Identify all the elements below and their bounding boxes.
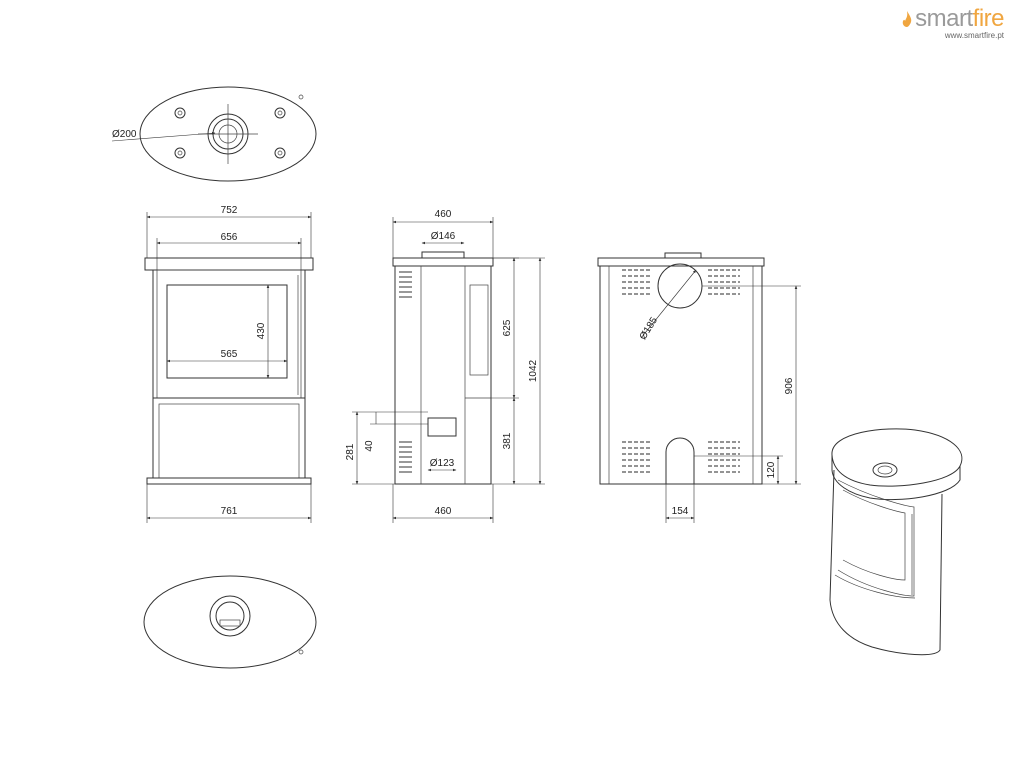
dim-line-top-flue bbox=[111, 131, 216, 142]
dim-front-base-width: 761 bbox=[221, 506, 238, 517]
side-glass bbox=[469, 284, 489, 376]
perspective-glass bbox=[842, 489, 906, 581]
front-top-plate bbox=[144, 257, 314, 271]
top-view-outline bbox=[139, 86, 317, 182]
side-air-intake bbox=[427, 417, 457, 437]
rear-vents-lower-left bbox=[622, 441, 652, 473]
front-base bbox=[146, 477, 312, 485]
bottom-air-connector-outer bbox=[209, 595, 251, 637]
rear-flue-collar bbox=[664, 252, 702, 259]
dim-rear-air-height: 120 bbox=[766, 461, 777, 478]
side-top-plate bbox=[392, 257, 494, 267]
perspective-flue-outer bbox=[872, 462, 898, 478]
perspective-flue-inner bbox=[877, 465, 893, 475]
perspective-body bbox=[829, 469, 943, 656]
dim-side-air-height: 281 bbox=[345, 443, 356, 460]
rear-vents-upper-right bbox=[708, 269, 740, 295]
bottom-view bbox=[143, 575, 317, 669]
bottom-air-connector-inner bbox=[215, 601, 245, 631]
brand-name-accent: fire bbox=[972, 5, 1005, 32]
perspective-view bbox=[829, 428, 963, 656]
rear-vents-lower-right bbox=[708, 441, 740, 473]
perspective-lower-line bbox=[834, 574, 916, 599]
dim-side-air-diameter: Ø123 bbox=[430, 458, 455, 469]
rear-vents-upper-left bbox=[622, 269, 652, 295]
dim-front-inner-width: 656 bbox=[221, 232, 238, 243]
rear-view: Ø185 906 120 154 bbox=[597, 252, 801, 523]
front-lower-panel bbox=[158, 403, 300, 479]
front-body bbox=[152, 269, 306, 479]
dim-side-flue-diameter: Ø146 bbox=[431, 231, 456, 242]
flame-icon bbox=[902, 11, 912, 27]
top-fixing-bolts bbox=[174, 107, 286, 159]
dim-rear-air-width: 154 bbox=[672, 506, 689, 517]
dim-front-top-width: 752 bbox=[221, 205, 238, 216]
side-flue-collar bbox=[421, 251, 465, 259]
dim-side-lower-height: 381 bbox=[502, 432, 513, 449]
dim-glass-height: 430 bbox=[256, 322, 267, 339]
dim-side-total-height: 1042 bbox=[528, 359, 539, 382]
perspective-door bbox=[837, 479, 915, 597]
bottom-air-connector-slot bbox=[219, 619, 241, 627]
dim-rear-flue-diameter: Ø185 bbox=[638, 315, 661, 342]
side-vents-lower bbox=[399, 441, 412, 473]
dim-side-top-depth: 460 bbox=[435, 209, 452, 220]
perspective-top bbox=[831, 428, 963, 487]
brand-name: smartfire bbox=[902, 5, 1005, 32]
dim-side-air-offset: 40 bbox=[364, 440, 375, 452]
front-glass bbox=[166, 284, 288, 379]
top-view: Ø200 bbox=[111, 86, 317, 182]
side-view: 460 Ø146 625 1042 381 281 40 Ø123 460 bbox=[345, 209, 545, 523]
rear-top-plate bbox=[597, 257, 765, 267]
front-view: 752 656 430 565 761 bbox=[144, 205, 314, 523]
front-door-frame bbox=[156, 269, 302, 399]
rear-air-inlet bbox=[665, 437, 695, 484]
dim-top-flue-diameter: Ø200 bbox=[112, 129, 137, 140]
perspective-top-edge bbox=[831, 455, 961, 501]
dim-rear-flue-height: 906 bbox=[784, 377, 795, 394]
brand-url: www.smartfire.pt bbox=[944, 31, 1004, 40]
dim-glass-width: 565 bbox=[221, 349, 238, 360]
dim-side-flue-height: 625 bbox=[502, 319, 513, 336]
side-body bbox=[394, 265, 492, 485]
bottom-view-outline bbox=[143, 575, 317, 669]
side-vents-upper bbox=[399, 271, 412, 298]
rear-body bbox=[599, 265, 763, 485]
brand-logo: smartfire www.smartfire.pt bbox=[902, 5, 1005, 40]
dim-side-base-depth: 460 bbox=[435, 506, 452, 517]
brand-name-main: smart bbox=[915, 5, 973, 32]
bottom-handle-point bbox=[298, 649, 304, 655]
top-handle-point bbox=[298, 94, 304, 100]
